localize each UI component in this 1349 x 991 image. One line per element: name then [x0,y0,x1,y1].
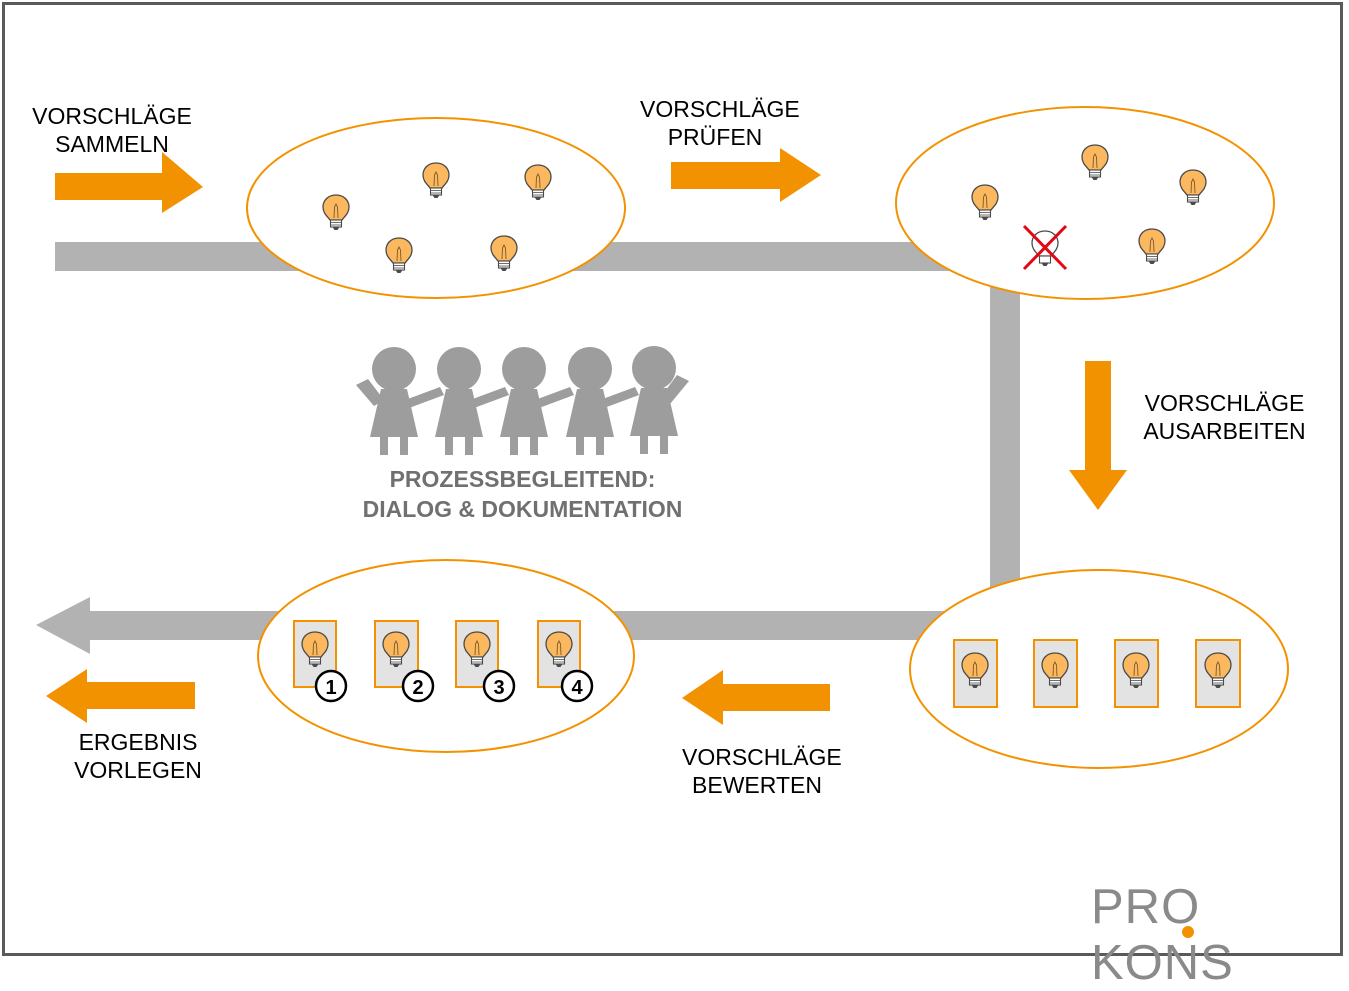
ellipse-ranked-ideas [257,559,635,753]
idea-card [953,639,998,708]
rank-number: 3 [493,677,504,699]
path-vertical-segment [990,242,1020,602]
prokons-logo: PROKONS [1091,879,1349,991]
ranked-card: 3 [455,620,516,703]
center-caption: PROZESSBEGLEITEND: DIALOG & DOKUMENTATIO… [362,466,683,522]
step-label-evaluate: VORSCHLÄGE BEWERTEN [682,744,842,798]
arrow-elaborate [1069,361,1127,510]
step-label-review: VORSCHLÄGE PRÜFEN [640,96,800,150]
arrow-review [671,148,821,202]
logo-dot-icon [1182,926,1194,938]
idea-card [1195,639,1241,708]
path-arrowhead [36,597,90,654]
ellipse-collected-ideas [246,117,626,299]
rank-number: 4 [571,677,583,699]
ranked-card: 1 [293,620,348,703]
ellipse-elaborated-ideas [909,569,1289,769]
logo-right: KONS [1091,936,1234,990]
diagram-frame [2,2,1343,956]
rank-number: 2 [412,677,423,699]
step-label-present: ERGEBNIS VORLEGEN [74,729,202,783]
ranked-card: 2 [374,620,435,703]
process-diagram: 1 2 3 4 [36,106,1289,769]
cross-icon [1022,224,1068,271]
arrow-collect [55,152,203,213]
people-chain-icon [356,346,689,455]
arrow-present [46,669,195,723]
idea-card [1033,639,1078,708]
step-label-collect: VORSCHLÄGE SAMMELN [32,103,192,157]
logo-left: PRO [1091,880,1201,934]
ellipse-reviewed-ideas [895,106,1275,300]
idea-card [1114,639,1159,708]
arrow-evaluate [682,670,830,725]
rank-number: 1 [325,677,336,699]
step-label-elaborate: VORSCHLÄGE AUSARBEITEN [1143,390,1306,444]
ranked-card: 4 [537,620,594,703]
